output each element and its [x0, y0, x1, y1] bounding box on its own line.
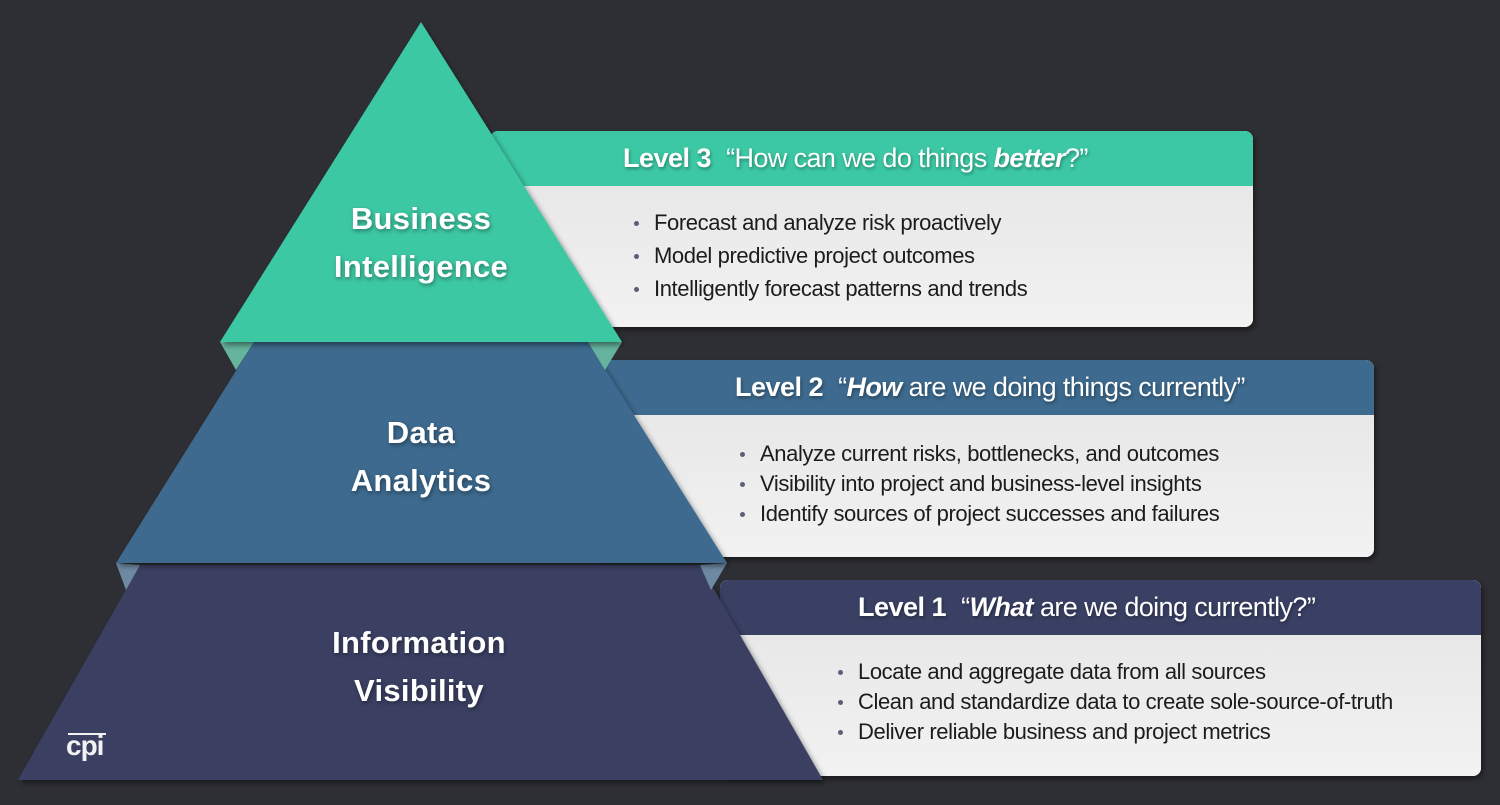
level-2-question: “How are we doing things currently” [838, 372, 1245, 402]
bullet-icon [740, 512, 745, 517]
bullet-item: Locate and aggregate data from all sourc… [836, 657, 1393, 687]
logo-bar [68, 733, 106, 735]
level-1-header: Level 1 “What are we doing currently?” [720, 580, 1481, 635]
level-3-header: Level 3 “How can we do things better?” [490, 131, 1253, 186]
bullet-item: Analyze current risks, bottlenecks, and … [738, 439, 1219, 469]
level-2-card: Level 2 “How are we doing things current… [600, 360, 1374, 557]
level-1-question: “What are we doing currently?” [961, 592, 1316, 622]
cpi-logo: cpi [66, 731, 106, 761]
level-3-label: Level 3 [623, 143, 712, 173]
bullet-item: Clean and standardize data to create sol… [836, 687, 1393, 717]
bullet-icon [838, 670, 843, 675]
level-2-body: Analyze current risks, bottlenecks, and … [600, 415, 1374, 557]
level-1-body: Locate and aggregate data from all sourc… [720, 635, 1481, 776]
bullet-icon [838, 730, 843, 735]
bullet-item: Forecast and analyze risk proactively [632, 206, 1027, 239]
level-3-body: Forecast and analyze risk proactively Mo… [490, 186, 1253, 327]
level-3-bullets: Forecast and analyze risk proactively Mo… [632, 206, 1028, 305]
bullet-icon [838, 700, 843, 705]
tier-top-label: Business Intelligence [333, 201, 509, 284]
tier-bottom-shape [18, 563, 823, 780]
tier-middle-shape [116, 342, 727, 563]
level-1-card: Level 1 “What are we doing currently?” L… [720, 580, 1481, 776]
level-3-question: “How can we do things better?” [726, 143, 1088, 173]
level-2-label: Level 2 [735, 372, 824, 402]
bullet-icon [740, 452, 745, 457]
bullet-icon [634, 220, 639, 226]
bullet-item: Intelligently forecast patterns and tren… [632, 272, 1028, 305]
tier-middle-label: Data Analytics [350, 415, 492, 498]
bullet-item: Visibility into project and business-lev… [738, 469, 1219, 499]
bullet-item: Model predictive project outcomes [632, 239, 1027, 272]
bullet-item: Identify sources of project successes an… [738, 499, 1220, 529]
level-1-label: Level 1 [858, 592, 947, 622]
level-2-bullets: Analyze current risks, bottlenecks, and … [738, 439, 1220, 529]
bullet-icon [634, 253, 639, 259]
tier-bottom-label: Information Visibility [332, 625, 506, 708]
level-1-bullets: Locate and aggregate data from all sourc… [836, 657, 1393, 747]
bullet-icon [634, 286, 639, 292]
level-3-card: Level 3 “How can we do things better?” F… [490, 131, 1253, 327]
level-2-header: Level 2 “How are we doing things current… [600, 360, 1374, 415]
tier-top-shape [220, 22, 622, 342]
bullet-item: Deliver reliable business and project me… [836, 717, 1393, 747]
bullet-icon [740, 482, 745, 487]
